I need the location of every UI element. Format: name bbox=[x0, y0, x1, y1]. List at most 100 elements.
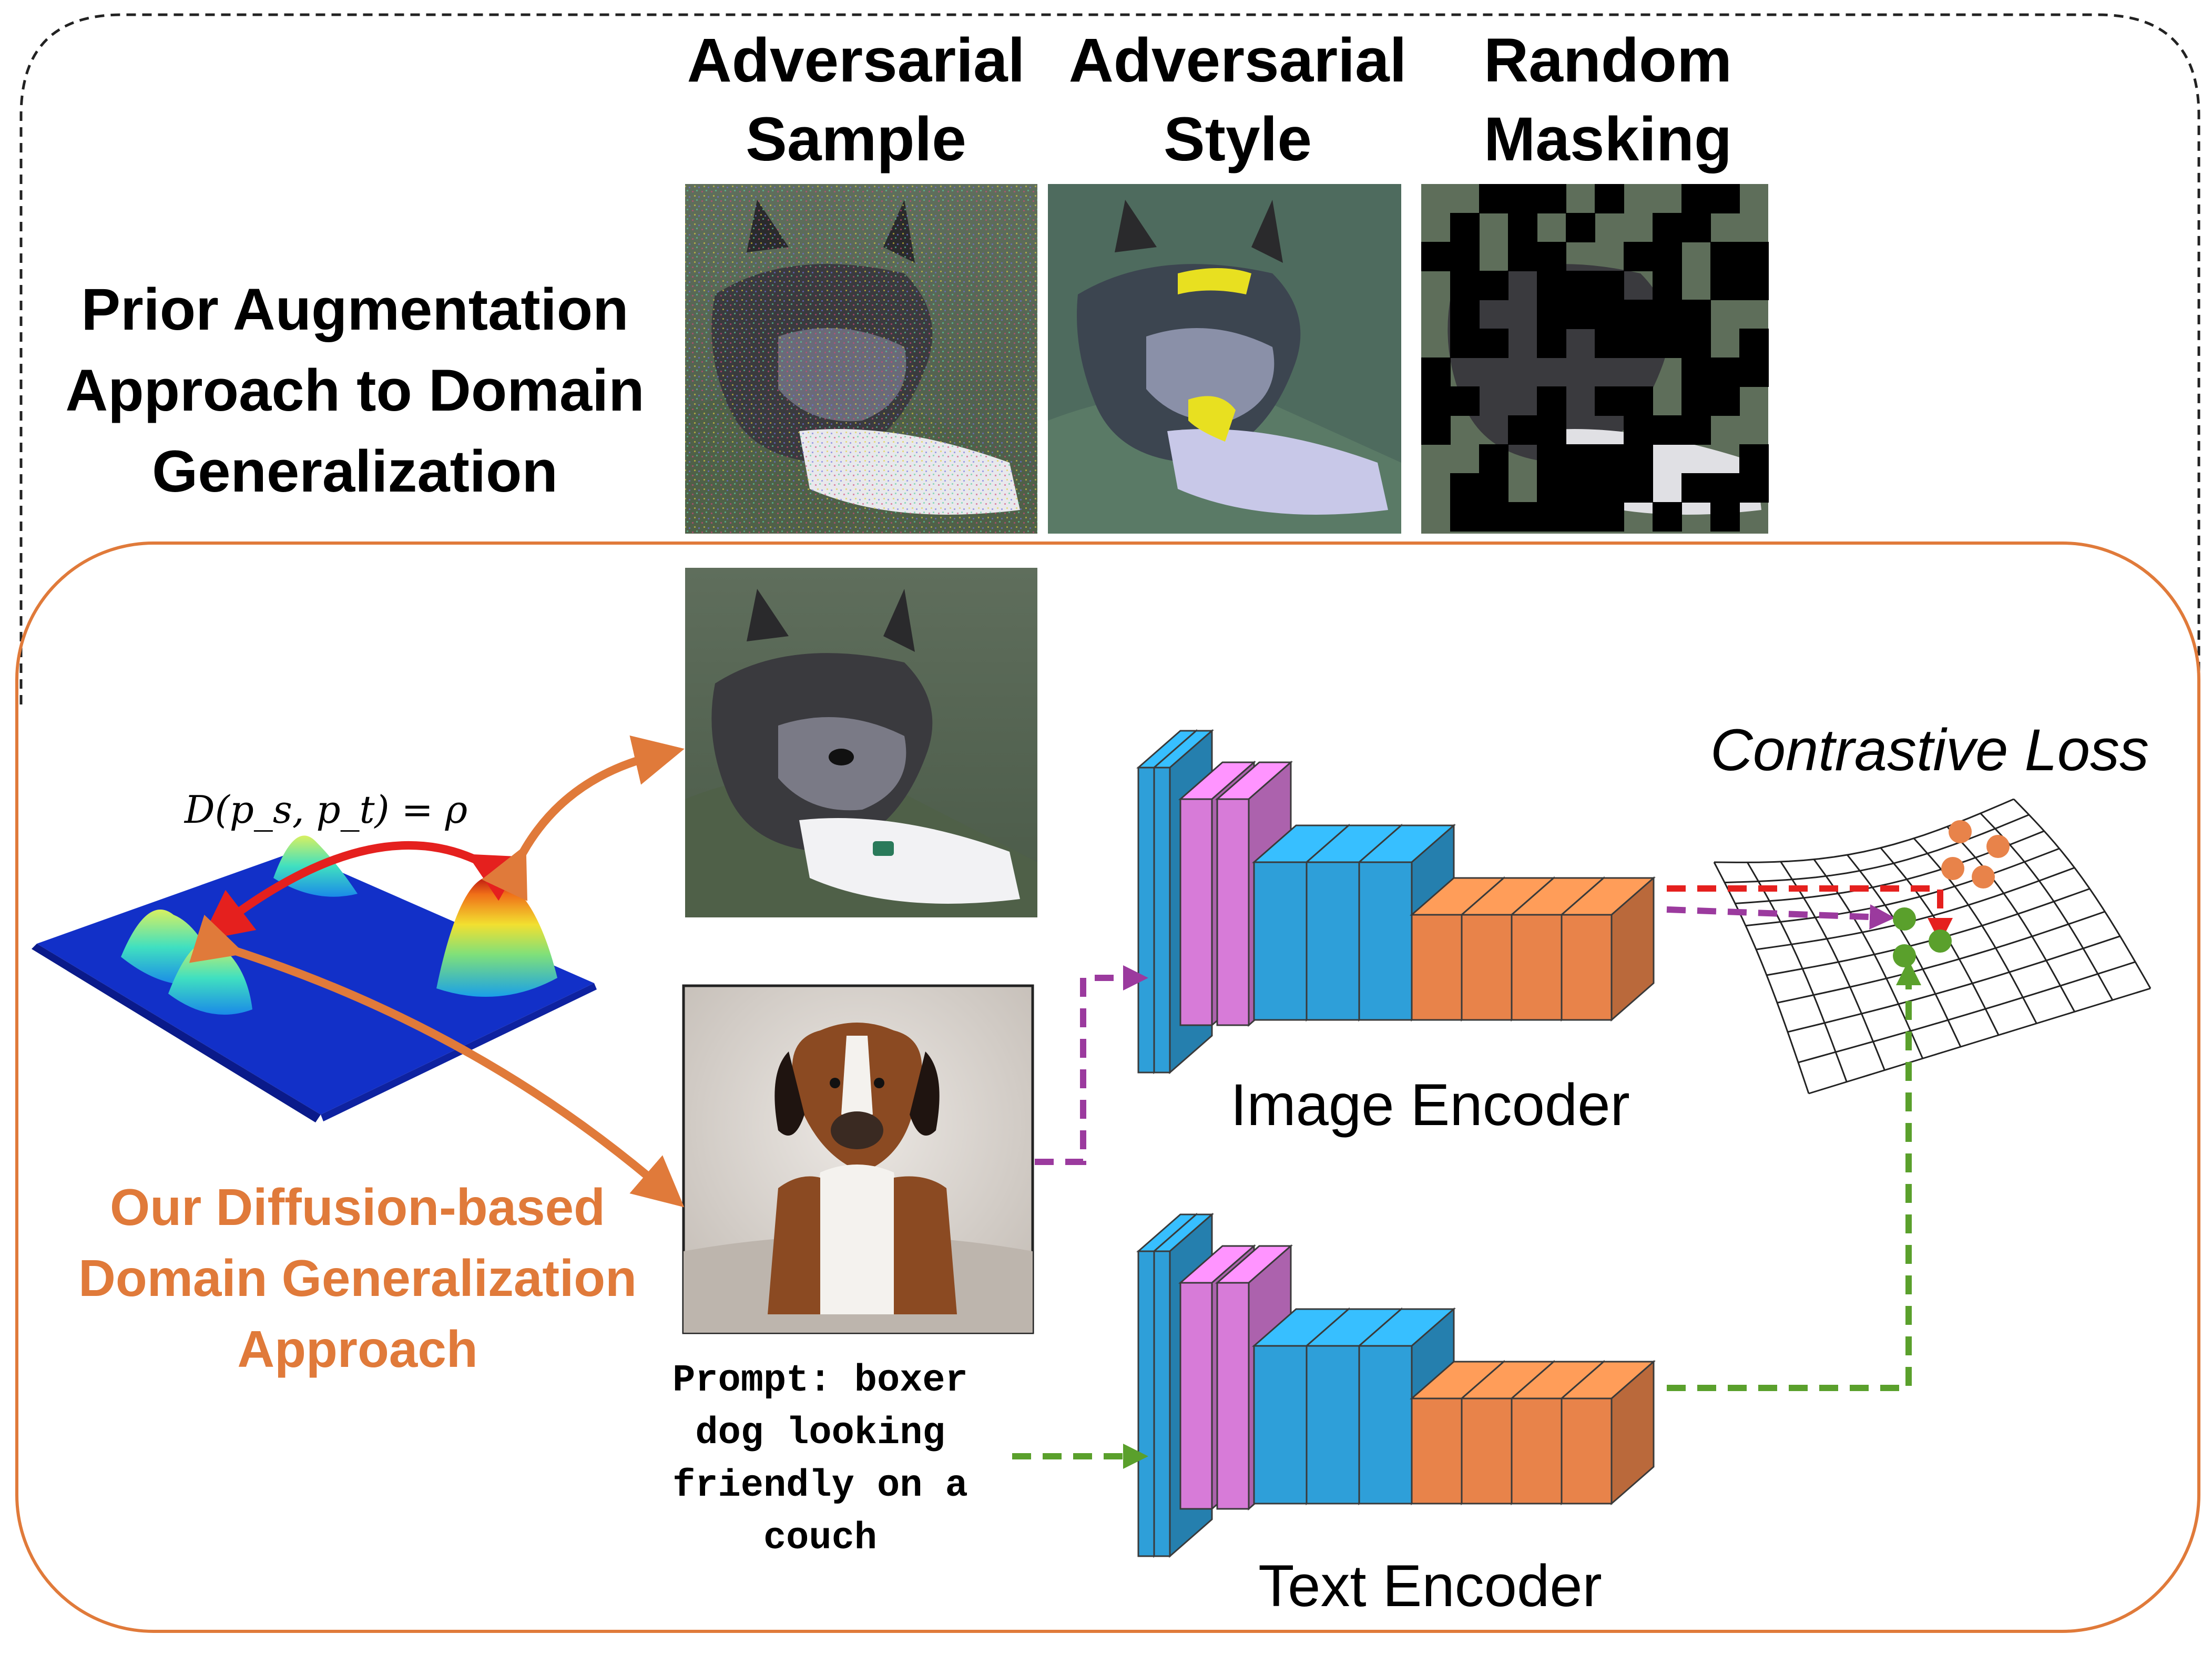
manifold-grid-line bbox=[1798, 961, 2136, 1064]
manifold-grid-line bbox=[1813, 859, 1924, 1059]
image-embedding-arrow-2 bbox=[1666, 904, 1895, 930]
mask-block bbox=[1537, 242, 1566, 271]
manifold-grid-line bbox=[1756, 867, 2075, 951]
mask-block bbox=[1595, 473, 1624, 503]
mask-block bbox=[1739, 242, 1769, 271]
svg-text:friendly on a: friendly on a bbox=[672, 1464, 968, 1507]
mask-block bbox=[1624, 386, 1653, 416]
mask-block bbox=[1710, 473, 1740, 503]
mask-block bbox=[1479, 329, 1508, 358]
prior-augmentation-title: Prior Augmentation Approach to Domain Ge… bbox=[65, 277, 644, 504]
our-approach-panel-frame bbox=[15, 542, 2200, 1633]
mask-block bbox=[1624, 329, 1653, 358]
adversarial-style-image bbox=[1048, 184, 1401, 534]
source-arrow bbox=[482, 736, 685, 901]
mask-block bbox=[1479, 271, 1508, 300]
mask-block bbox=[1624, 473, 1653, 503]
prior-title-line-2: Approach to Domain bbox=[65, 357, 644, 423]
mask-block bbox=[1624, 415, 1653, 445]
svg-text:Approach: Approach bbox=[237, 1320, 477, 1378]
text-encoder bbox=[1136, 1212, 1656, 1558]
mask-block bbox=[1681, 357, 1711, 387]
target-arrow bbox=[189, 914, 685, 1208]
mask-block bbox=[1508, 242, 1537, 271]
mask-block bbox=[1595, 184, 1624, 213]
mask-block bbox=[1537, 300, 1566, 329]
mask-block bbox=[1508, 502, 1537, 532]
mask-block bbox=[1479, 444, 1508, 474]
mask-block bbox=[1739, 444, 1769, 474]
image-encoder-label: Image Encoder bbox=[1230, 1072, 1630, 1138]
mask-block bbox=[1508, 415, 1537, 445]
svg-text:Adversarial: Adversarial bbox=[687, 26, 1025, 95]
mask-block bbox=[1681, 184, 1711, 213]
mask-block bbox=[1739, 357, 1769, 387]
mask-block bbox=[1566, 213, 1595, 242]
svg-text:Random: Random bbox=[1484, 26, 1732, 95]
image-embedding-point bbox=[1972, 865, 1995, 888]
distance-formula: D(p_s, p_t) = ρ bbox=[184, 788, 467, 832]
mask-block bbox=[1653, 300, 1682, 329]
manifold-grid-line bbox=[1747, 862, 1848, 1082]
mask-block bbox=[1681, 386, 1711, 416]
text-embedding-point bbox=[1893, 944, 1916, 967]
mask-block bbox=[1710, 357, 1740, 387]
mask-block bbox=[1624, 300, 1653, 329]
mask-block bbox=[1710, 184, 1740, 213]
mask-block bbox=[1566, 473, 1595, 503]
mask-block bbox=[1710, 242, 1740, 271]
mask-block bbox=[1450, 271, 1480, 300]
mask-block bbox=[1450, 300, 1480, 329]
mask-block bbox=[1537, 502, 1566, 532]
mask-block bbox=[1739, 473, 1769, 503]
svg-text:Prompt: boxer: Prompt: boxer bbox=[672, 1359, 968, 1402]
text-embedding-point bbox=[1893, 907, 1916, 931]
manifold-grid-line bbox=[1713, 862, 1810, 1094]
mask-block bbox=[1450, 329, 1480, 358]
mask-block bbox=[1566, 502, 1595, 532]
image-encoder bbox=[1136, 729, 1656, 1075]
adversarial-style-header: Adversarial Style bbox=[1069, 26, 1407, 174]
mask-block bbox=[1450, 473, 1480, 503]
mask-block bbox=[1421, 415, 1451, 445]
mask-block bbox=[1421, 386, 1451, 416]
mask-block bbox=[1508, 213, 1537, 242]
manifold-grid-line bbox=[1847, 854, 1962, 1047]
image-embedding-point bbox=[1941, 857, 1964, 880]
mask-blocks bbox=[1421, 184, 1769, 532]
svg-text:dog looking: dog looking bbox=[695, 1412, 945, 1455]
image-input-arrow bbox=[1035, 965, 1148, 1165]
text-encoder-label: Text Encoder bbox=[1258, 1553, 1602, 1619]
mask-block bbox=[1653, 213, 1682, 242]
mask-block bbox=[1624, 444, 1653, 474]
mask-block bbox=[1508, 184, 1537, 213]
mask-block bbox=[1595, 502, 1624, 532]
text-embedding-point bbox=[1929, 929, 1952, 953]
mask-block bbox=[1739, 271, 1769, 300]
svg-text:Style: Style bbox=[1164, 105, 1312, 174]
mask-block bbox=[1479, 473, 1508, 503]
mask-block bbox=[1537, 386, 1566, 416]
adversarial-sample-header: Adversarial Sample bbox=[687, 26, 1025, 174]
mask-block bbox=[1681, 329, 1711, 358]
mask-block bbox=[1624, 242, 1653, 271]
svg-text:couch: couch bbox=[763, 1517, 877, 1560]
mask-block bbox=[1595, 444, 1624, 474]
svg-text:Adversarial: Adversarial bbox=[1069, 26, 1407, 95]
encoder-layer bbox=[1559, 876, 1656, 1022]
manifold-grid-line bbox=[1808, 987, 2151, 1095]
mask-block bbox=[1681, 300, 1711, 329]
mask-block bbox=[1710, 386, 1740, 416]
mask-block bbox=[1653, 329, 1682, 358]
manifold-grid-line bbox=[1745, 847, 2060, 927]
generated-boxer-image bbox=[682, 984, 1034, 1334]
adversarial-sample-image bbox=[685, 184, 1037, 534]
image-embedding-point bbox=[1986, 835, 2010, 858]
prior-panel-frame bbox=[19, 13, 2200, 704]
mask-block bbox=[1450, 386, 1480, 416]
mask-block bbox=[1595, 386, 1624, 416]
mask-block bbox=[1450, 502, 1480, 532]
manifold-grid-line bbox=[1724, 814, 2030, 884]
manifold-grid-line bbox=[1780, 861, 1885, 1071]
svg-text:Domain Generalization: Domain Generalization bbox=[78, 1249, 637, 1307]
